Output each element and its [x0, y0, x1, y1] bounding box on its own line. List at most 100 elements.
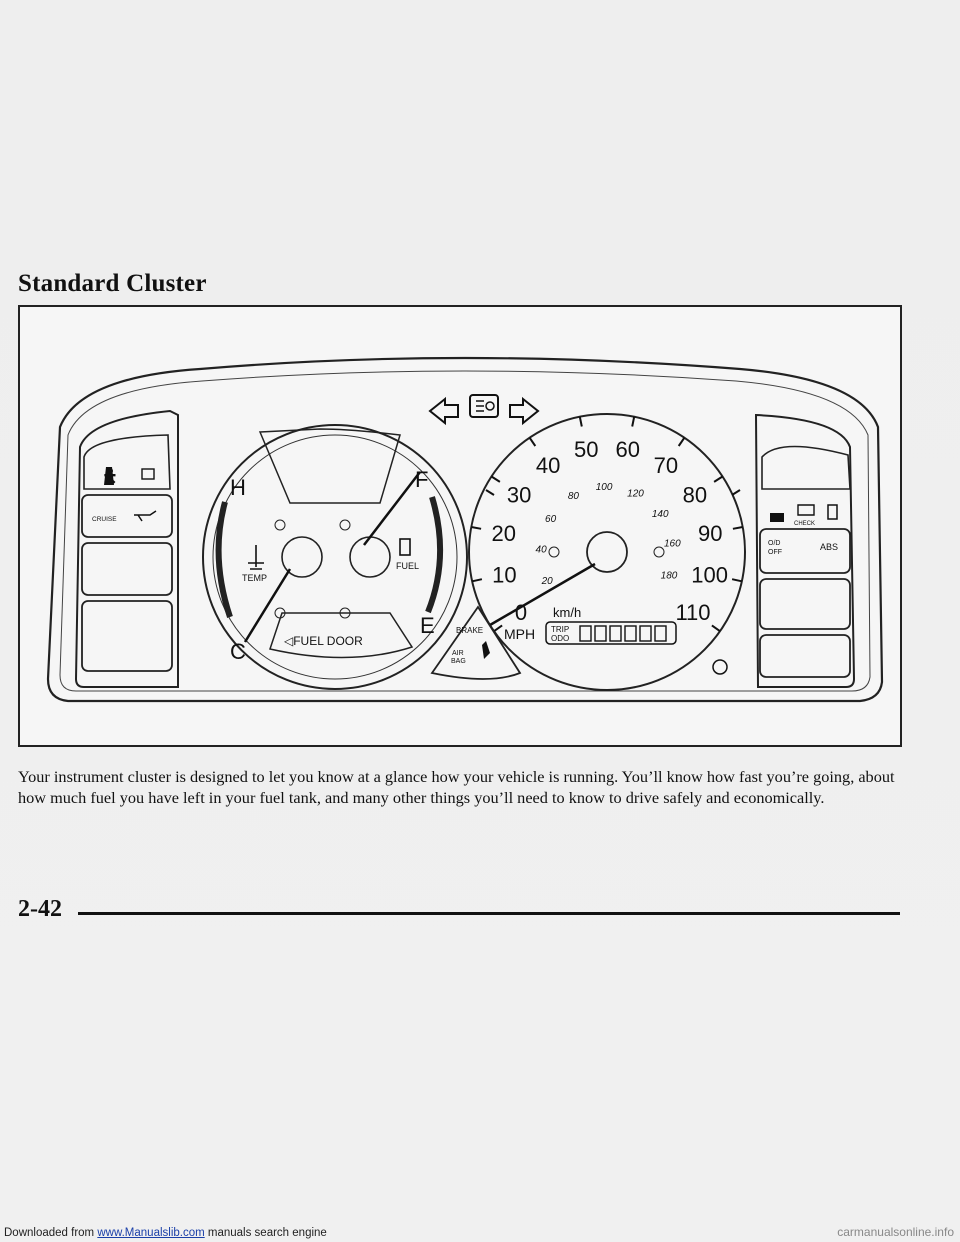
page-number: 2-42	[18, 896, 62, 922]
fuel-pump-icon	[399, 538, 411, 556]
airbag-light-label-top: AIR	[452, 650, 464, 657]
page-rule	[78, 912, 900, 915]
manualslib-link[interactable]: www.Manualslib.com	[97, 1227, 205, 1239]
mph-tick-mark	[578, 416, 583, 427]
right-warning-panel: CHECK O/D OFF ABS	[754, 413, 856, 688]
fuel-door-label: ◁FUEL DOOR	[283, 634, 363, 648]
mph-tick-label: 100	[691, 562, 728, 587]
mph-tick-label: 80	[683, 483, 707, 508]
temp-fuel-gauge: H C F E TEMP FUEL ◁FUEL DOOR	[202, 424, 468, 690]
kmh-tick-label: 40	[536, 544, 548, 555]
check-engine-icon	[797, 504, 815, 516]
odometer-digit-box	[654, 625, 667, 642]
seatbelt-icon-shape	[104, 467, 114, 485]
left-warning-panel: 🯅 CRUISE	[74, 409, 179, 688]
footer-suffix: manuals search engine	[204, 1227, 327, 1239]
cluster-housing-inner	[59, 370, 871, 692]
mph-tick-label: 50	[574, 437, 598, 462]
kmh-tick-label: 180	[661, 571, 678, 582]
speedo-bolt-left	[548, 546, 560, 558]
mph-tick-label: 30	[507, 483, 531, 508]
airbag-icon	[482, 641, 490, 659]
mph-tick-mark	[631, 416, 636, 427]
temp-cold-label: C	[230, 639, 246, 664]
low-fuel-icon	[827, 504, 838, 520]
fuel-empty-label: E	[420, 613, 435, 638]
speedo-bolt-right	[653, 546, 665, 558]
abs-label: ABS	[820, 542, 838, 552]
kmh-tick-label: 100	[596, 482, 613, 493]
battery-icon	[770, 513, 784, 522]
mph-tick-mark	[677, 437, 686, 447]
mph-tick-label: 60	[615, 437, 639, 462]
mph-tick-label: 70	[654, 453, 678, 478]
instrument-cluster-drawing: 🯅 CRUISE	[46, 356, 884, 703]
temp-hot-label: H	[230, 475, 246, 500]
mph-tick-mark	[528, 437, 537, 447]
cruise-light-label: CRUISE	[92, 516, 117, 523]
door-ajar-icon	[141, 468, 155, 480]
odometer-digit-box	[609, 625, 622, 642]
kmh-tick-label: 120	[627, 489, 644, 500]
trip-reset-knob	[712, 659, 728, 675]
kmh-tick-label: 80	[568, 491, 580, 502]
temp-needle	[243, 568, 292, 643]
trip-label: TRIP	[551, 625, 569, 634]
left-turn-arrow-icon	[428, 396, 459, 426]
download-footer: Downloaded from www.Manualslib.com manua…	[4, 1227, 327, 1239]
brake-light-label: BRAKE	[456, 626, 483, 635]
mph-tick-mark	[713, 475, 724, 483]
speed-needle	[489, 562, 596, 627]
section-title: Standard Cluster	[18, 270, 207, 297]
mph-label: MPH	[504, 626, 535, 642]
high-beam-icon	[469, 394, 499, 418]
odo-label: ODO	[551, 634, 569, 643]
body-paragraph: Your instrument cluster is designed to l…	[18, 767, 895, 807]
watermark-text: carmanualsonline.info	[837, 1225, 954, 1239]
kmh-tick-label: 20	[541, 576, 554, 587]
fuel-label: FUEL	[396, 561, 419, 571]
temp-icon	[248, 545, 264, 570]
odometer-digit-box	[579, 625, 592, 642]
airbag-light-label-bottom: BAG	[451, 658, 466, 665]
odometer-display	[545, 621, 677, 645]
odometer-digit-box	[639, 625, 652, 642]
check-engine-label: CHECK	[794, 521, 815, 527]
kmh-tick-label: 60	[545, 514, 557, 525]
cluster-housing	[46, 356, 884, 703]
turn-signal-indicators	[428, 394, 540, 426]
speedo-arc-ticks	[485, 489, 741, 496]
mph-tick-mark	[493, 624, 503, 633]
oil-pressure-icon	[134, 510, 157, 522]
kmh-tick-label: 140	[652, 509, 669, 520]
fuel-full-label: F	[415, 467, 428, 492]
od-off-label-top: O/D	[768, 540, 780, 547]
mph-tick-label: 90	[698, 521, 722, 546]
mph-tick-mark	[471, 578, 483, 583]
brake-airbag-panel: BRAKE AIR BAG	[430, 605, 522, 680]
odometer-digit-box	[624, 625, 637, 642]
mph-tick-mark	[471, 526, 482, 530]
mph-tick-mark	[731, 578, 743, 583]
mph-tick-label: 20	[491, 521, 515, 546]
mph-tick-mark	[490, 475, 501, 483]
fuel-needle	[363, 471, 421, 546]
kmh-tick-label: 160	[664, 539, 681, 550]
mph-tick-label: 40	[536, 453, 560, 478]
mph-tick-label: 10	[492, 562, 516, 587]
odometer-digits	[579, 625, 667, 642]
kmh-label: km/h	[553, 605, 581, 620]
mph-tick-label: 110	[675, 600, 710, 625]
mph-tick-mark	[732, 526, 743, 530]
mph-tick-mark	[711, 624, 721, 633]
kmh-tick-labels: 20 40 60 80 100 120 140 160 180	[536, 482, 682, 587]
cluster-illustration: 🯅 CRUISE	[18, 305, 902, 747]
temp-label: TEMP	[242, 573, 267, 583]
od-off-label-bottom: OFF	[768, 549, 782, 556]
footer-prefix: Downloaded from	[4, 1227, 98, 1239]
odometer-digit-box	[594, 625, 607, 642]
right-turn-arrow-icon	[509, 396, 540, 426]
